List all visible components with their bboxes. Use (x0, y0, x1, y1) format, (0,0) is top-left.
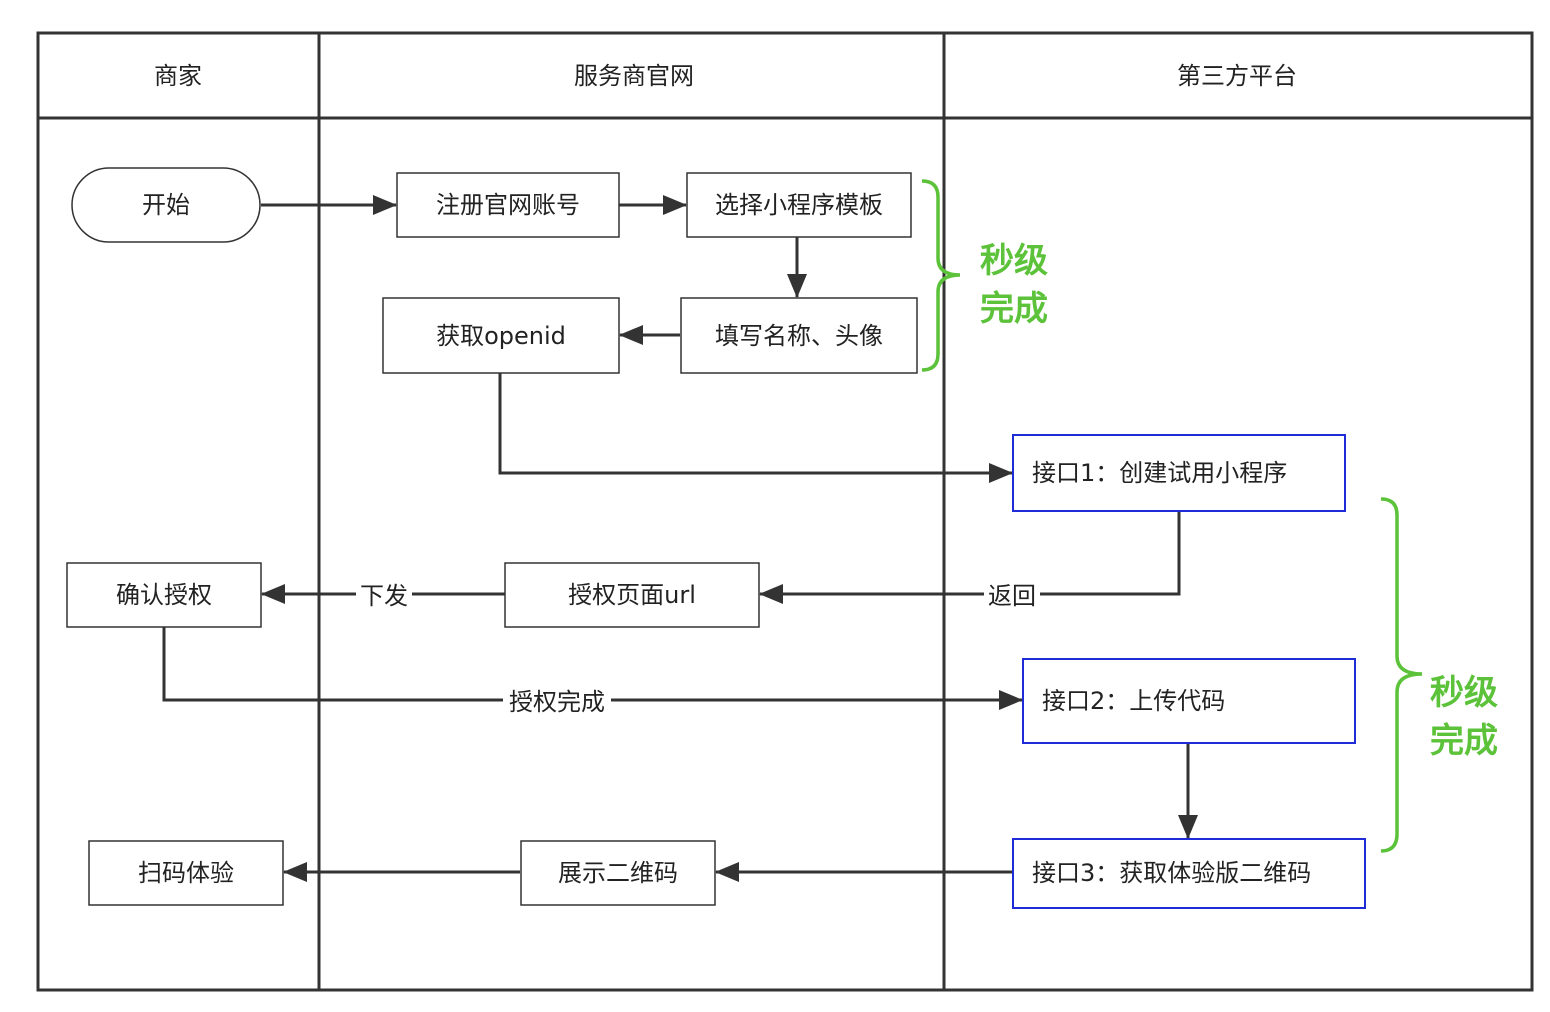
lane-header-third-party: 第三方平台 (1177, 62, 1297, 90)
node-get-openid-label: 获取openid (436, 322, 566, 350)
node-auth-page-url: 授权页面url (504, 562, 760, 628)
node-scan-qr-label: 扫码体验 (138, 859, 234, 887)
node-show-qr-label: 展示二维码 (558, 859, 678, 887)
annotation-top: 秒级 完成 (921, 179, 1048, 372)
node-api2: 接口2：上传代码 (1022, 658, 1356, 744)
node-confirm-auth: 确认授权 (66, 562, 262, 628)
node-scan-qr: 扫码体验 (88, 840, 284, 906)
node-api3-label: 接口3：获取体验版二维码 (1032, 859, 1311, 887)
node-fill-info: 填写名称、头像 (680, 297, 918, 374)
lane-header-provider-site: 服务商官网 (574, 62, 694, 90)
annotation-bottom: 秒级 完成 (1380, 497, 1498, 853)
node-auth-page-url-label: 授权页面url (568, 581, 696, 609)
edge-label-return: 返回 (988, 582, 1036, 610)
node-api2-label: 接口2：上传代码 (1042, 687, 1225, 715)
annotation-top-line2: 完成 (980, 289, 1048, 329)
lane-header-merchant: 商家 (154, 62, 202, 90)
node-api3: 接口3：获取体验版二维码 (1012, 838, 1366, 909)
edge-api1-authurl (759, 511, 1181, 604)
edge-confirm-api2 (162, 627, 1023, 710)
node-start: 开始 (71, 167, 261, 243)
node-register: 注册官网账号 (396, 172, 620, 238)
brace-bottom (1380, 497, 1423, 853)
brace-top (921, 179, 961, 372)
node-api1-label: 接口1：创建试用小程序 (1032, 459, 1287, 487)
node-fill-info-label: 填写名称、头像 (715, 322, 883, 350)
swimlane-frame (36, 31, 1534, 992)
annotation-bottom-line1: 秒级 (1430, 673, 1498, 713)
node-confirm-auth-label: 确认授权 (116, 581, 212, 609)
node-api1: 接口1：创建试用小程序 (1012, 434, 1346, 512)
node-get-openid: 获取openid (382, 297, 620, 374)
edge-label-dispatch: 下发 (360, 582, 408, 610)
edge-label-auth-done: 授权完成 (509, 688, 605, 716)
node-select-template-label: 选择小程序模板 (715, 191, 883, 219)
node-register-label: 注册官网账号 (436, 191, 580, 219)
annotation-bottom-line2: 完成 (1430, 721, 1498, 761)
node-start-label: 开始 (142, 191, 190, 219)
node-select-template: 选择小程序模板 (686, 172, 912, 238)
edge-openid-api1 (498, 373, 1013, 483)
annotation-top-line1: 秒级 (980, 241, 1048, 281)
node-show-qr: 展示二维码 (520, 840, 716, 906)
connectors (162, 195, 1198, 882)
